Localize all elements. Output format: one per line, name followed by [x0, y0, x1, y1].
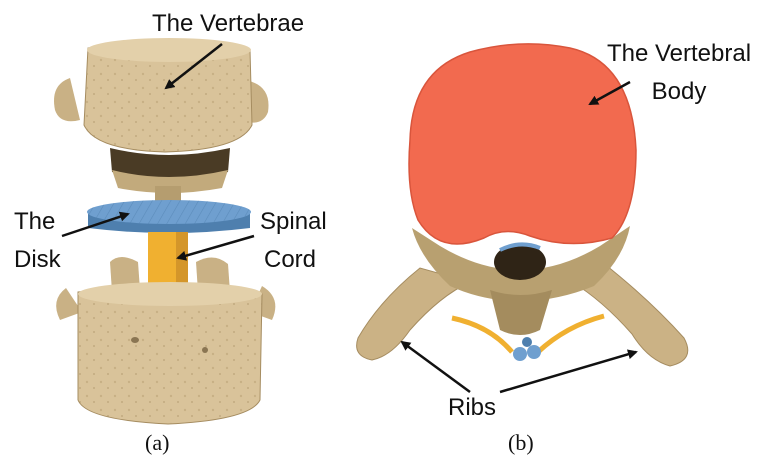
upper-vertebra-side-process — [54, 78, 80, 121]
label-spinal-cord-line2: Cord — [264, 248, 316, 272]
label-the-disk-line2: Disk — [14, 248, 61, 272]
caption-panel-b: (b) — [508, 432, 534, 454]
lower-vertebra-top — [78, 282, 262, 306]
label-vertebral-body-line2: Body — [594, 80, 764, 104]
label-the-disk-line1: The — [14, 210, 55, 234]
nerve-right — [538, 316, 604, 352]
caption-panel-a: (a) — [145, 432, 169, 454]
lower-vertebra-texture — [78, 286, 262, 424]
nerve-root — [513, 347, 527, 361]
lower-vertebra-foramen — [202, 347, 208, 353]
label-ribs: Ribs — [448, 396, 496, 420]
spinal-cord-arrow — [178, 236, 254, 258]
nerve-root — [527, 345, 541, 359]
intervertebral-disk — [87, 200, 251, 233]
upper-vertebra — [54, 38, 269, 193]
spinous-process — [490, 290, 552, 335]
label-the-vertebrae: The Vertebrae — [152, 12, 304, 36]
label-vertebral-body-line1: The Vertebral — [594, 42, 764, 66]
upper-vertebra-top — [87, 38, 251, 62]
lower-vertebra-foramen — [131, 337, 139, 343]
panel-a — [54, 38, 275, 424]
vertebral-body — [409, 44, 636, 244]
ribs-arrow-left — [402, 342, 470, 392]
lower-vertebra — [56, 257, 275, 424]
label-spinal-cord-line1: Spinal — [260, 210, 327, 234]
nerve-root — [522, 337, 532, 347]
